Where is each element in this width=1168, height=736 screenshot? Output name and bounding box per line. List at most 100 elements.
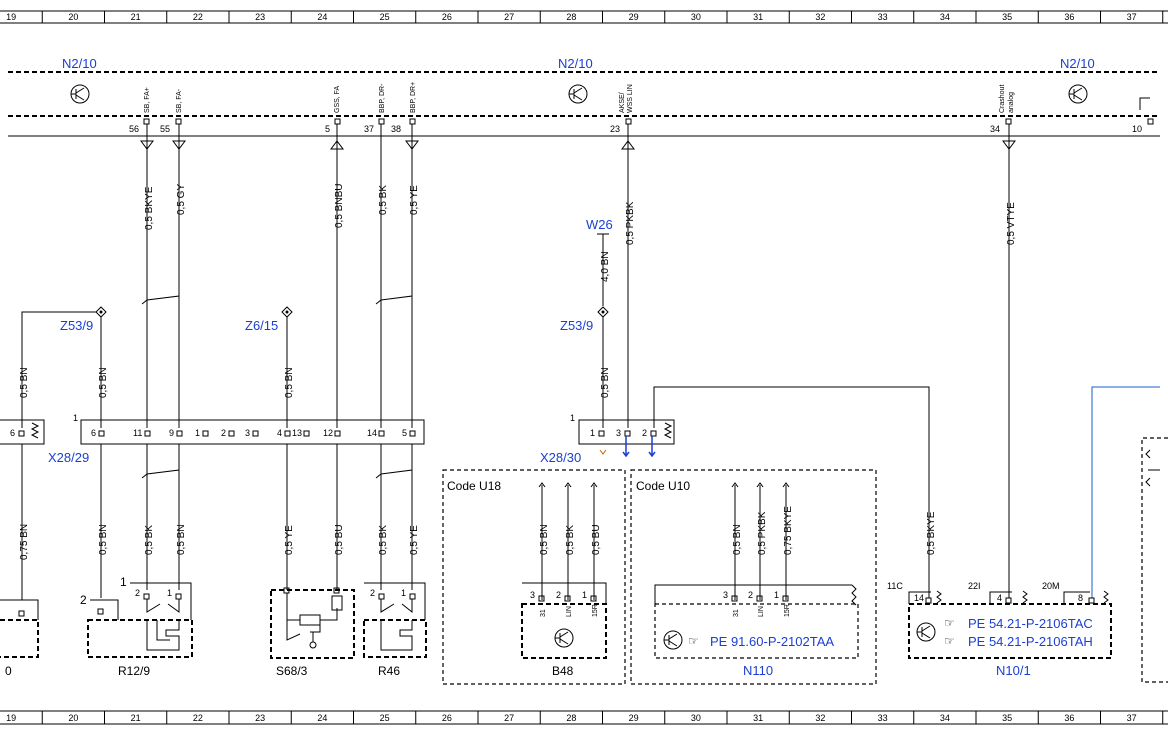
svg-text:3: 3 [530,590,535,600]
connector-pin [378,430,385,437]
n110-label: N110 [743,663,773,678]
svg-text:34: 34 [990,124,1000,134]
svg-text:38: 38 [391,124,401,134]
grid-column-label: 34 [940,12,950,22]
svg-text:10: 10 [1132,124,1142,134]
grid-column-label: 22 [193,12,203,22]
grid-column-label: 37 [1127,713,1137,723]
svg-text:1: 1 [582,590,587,600]
svg-text:31: 31 [540,609,547,617]
code-u18-box: Code U18 [442,469,626,685]
n10-ref-link-1[interactable]: PE 54.21-P-2106TAC [968,616,1093,631]
wire-label-l10: 0,5 BK [565,525,576,555]
wire-label-l8: 0,5 YE [409,525,420,555]
grid-column-label: 24 [317,713,327,723]
module-n2-10: N2/10 N2/10 N2/10 [8,56,1160,137]
svg-text:55: 55 [160,124,170,134]
connector-pin [176,430,183,437]
connector-pin-number: 14 [367,428,377,438]
connector-pin-number: 1 [195,428,200,438]
svg-text:BBP, DR-: BBP, DR- [379,83,386,113]
grid-column-label: 27 [504,12,514,22]
wire-label-l5: 0,5 YE [284,525,295,555]
wire-label-l15: 0,5 BKYE [926,511,937,555]
grid-column-label: 34 [940,713,950,723]
connector-pin [409,430,416,437]
grid-column-label: 24 [317,12,327,22]
svg-text:R46: R46 [378,664,400,678]
transistor-icon [663,630,683,650]
hand-pointer-icon[interactable]: ☞ [944,634,955,648]
svg-text:23: 23 [610,124,620,134]
transistor-icon [554,628,574,648]
component-s68-3: S68/3 [270,587,355,678]
svg-text:Z53/9: Z53/9 [60,318,93,333]
svg-text:1: 1 [167,588,172,598]
svg-text:Crashout: Crashout [999,85,1006,113]
grid-column-label: 26 [442,713,452,723]
wire-label-bn-x30: 0,5 BN [600,367,611,398]
svg-text:20M: 20M [1042,581,1060,591]
code-box-wires [538,482,790,600]
n110-ref-link[interactable]: PE 91.60-P-2102TAA [710,634,834,649]
svg-text:LIN: LIN [758,606,765,617]
transistor-icon [70,84,90,104]
component-r12-9: 2 1 2 1 R12/9 [80,575,193,678]
svg-text:22I: 22I [968,581,981,591]
transistor-icon [1068,84,1088,104]
svg-text:WSS LIN: WSS LIN [627,84,634,113]
svg-text:2: 2 [135,588,140,598]
connector-pin [252,430,259,437]
grid-column-label: 29 [629,713,639,723]
hand-pointer-icon[interactable]: ☞ [688,634,699,648]
x28-29-label: X28/29 [48,450,89,465]
component-n10-1: 11C 22I 20M 14 4 8 ☞ PE 54.21-P-2106TAC … [887,581,1112,678]
grid-column-label: 33 [878,12,888,22]
svg-text:15R: 15R [592,604,599,617]
connector-pin [144,430,151,437]
wire-label-34: 0,5 VTYE [1006,202,1017,245]
grid-column-label: 30 [691,713,701,723]
wire-label-l9: 0,5 BN [539,524,550,555]
wire-label-38: 0,5 YE [409,185,420,215]
wire-label-bn-left: 0,5 BN [19,367,30,398]
svg-text:R12/9: R12/9 [118,664,150,678]
connector-pin-number: 5 [402,428,407,438]
wire-label-5: 0,5 BNBU [334,184,345,228]
svg-text:8: 8 [1078,593,1083,603]
component-n110: 3 2 1 31 LIN 15R ☞ PE 91.60-P-2102TAA N1… [654,584,859,678]
svg-text:1: 1 [120,575,127,589]
n2-10-label-2: N2/10 [558,56,593,71]
svg-text:Code U10: Code U10 [636,479,690,493]
n10-ref-link-2[interactable]: PE 54.21-P-2106TAH [968,634,1093,649]
connector-pin [284,430,291,437]
grid-column-label: 36 [1064,12,1074,22]
wire-label-l4: 0,5 BN [176,524,187,555]
code-u10-box: Code U10 [630,469,877,685]
svg-text:BBP, DR+: BBP, DR+ [410,82,417,113]
grid-column-label: 22 [193,713,203,723]
grid-column-label: 19 [6,12,16,22]
wire-label-l11: 0,5 BU [591,524,602,555]
wire-label-l12: 0,5 BN [732,524,743,555]
svg-text:11C: 11C [887,581,903,591]
grid-column-label: 28 [566,12,576,22]
grid-column-label: 19 [6,713,16,723]
connector-x28-30: 1 X28/30 1 3 2 [540,413,675,465]
svg-text:2: 2 [370,588,375,598]
svg-text:4: 4 [997,593,1002,603]
w26-wire-label: 4,0 BN [600,251,611,282]
pin-38: 38 BBP, DR+ [391,82,417,134]
ground-point-z6-15: Z6/15 [245,306,293,428]
hand-pointer-icon[interactable]: ☞ [944,616,955,630]
svg-text:GSS, FA: GSS, FA [334,85,341,113]
w26-label: W26 [586,217,613,232]
n2-10-label-1: N2/10 [62,56,97,71]
svg-text:1: 1 [570,413,575,423]
svg-text:31: 31 [733,609,740,617]
wire-label-l7: 0,5 BK [378,525,389,555]
svg-text:2: 2 [556,590,561,600]
pin-23: 23 AKSE/ WSS LIN [610,84,634,134]
connector-pin-number: 6 [91,428,96,438]
